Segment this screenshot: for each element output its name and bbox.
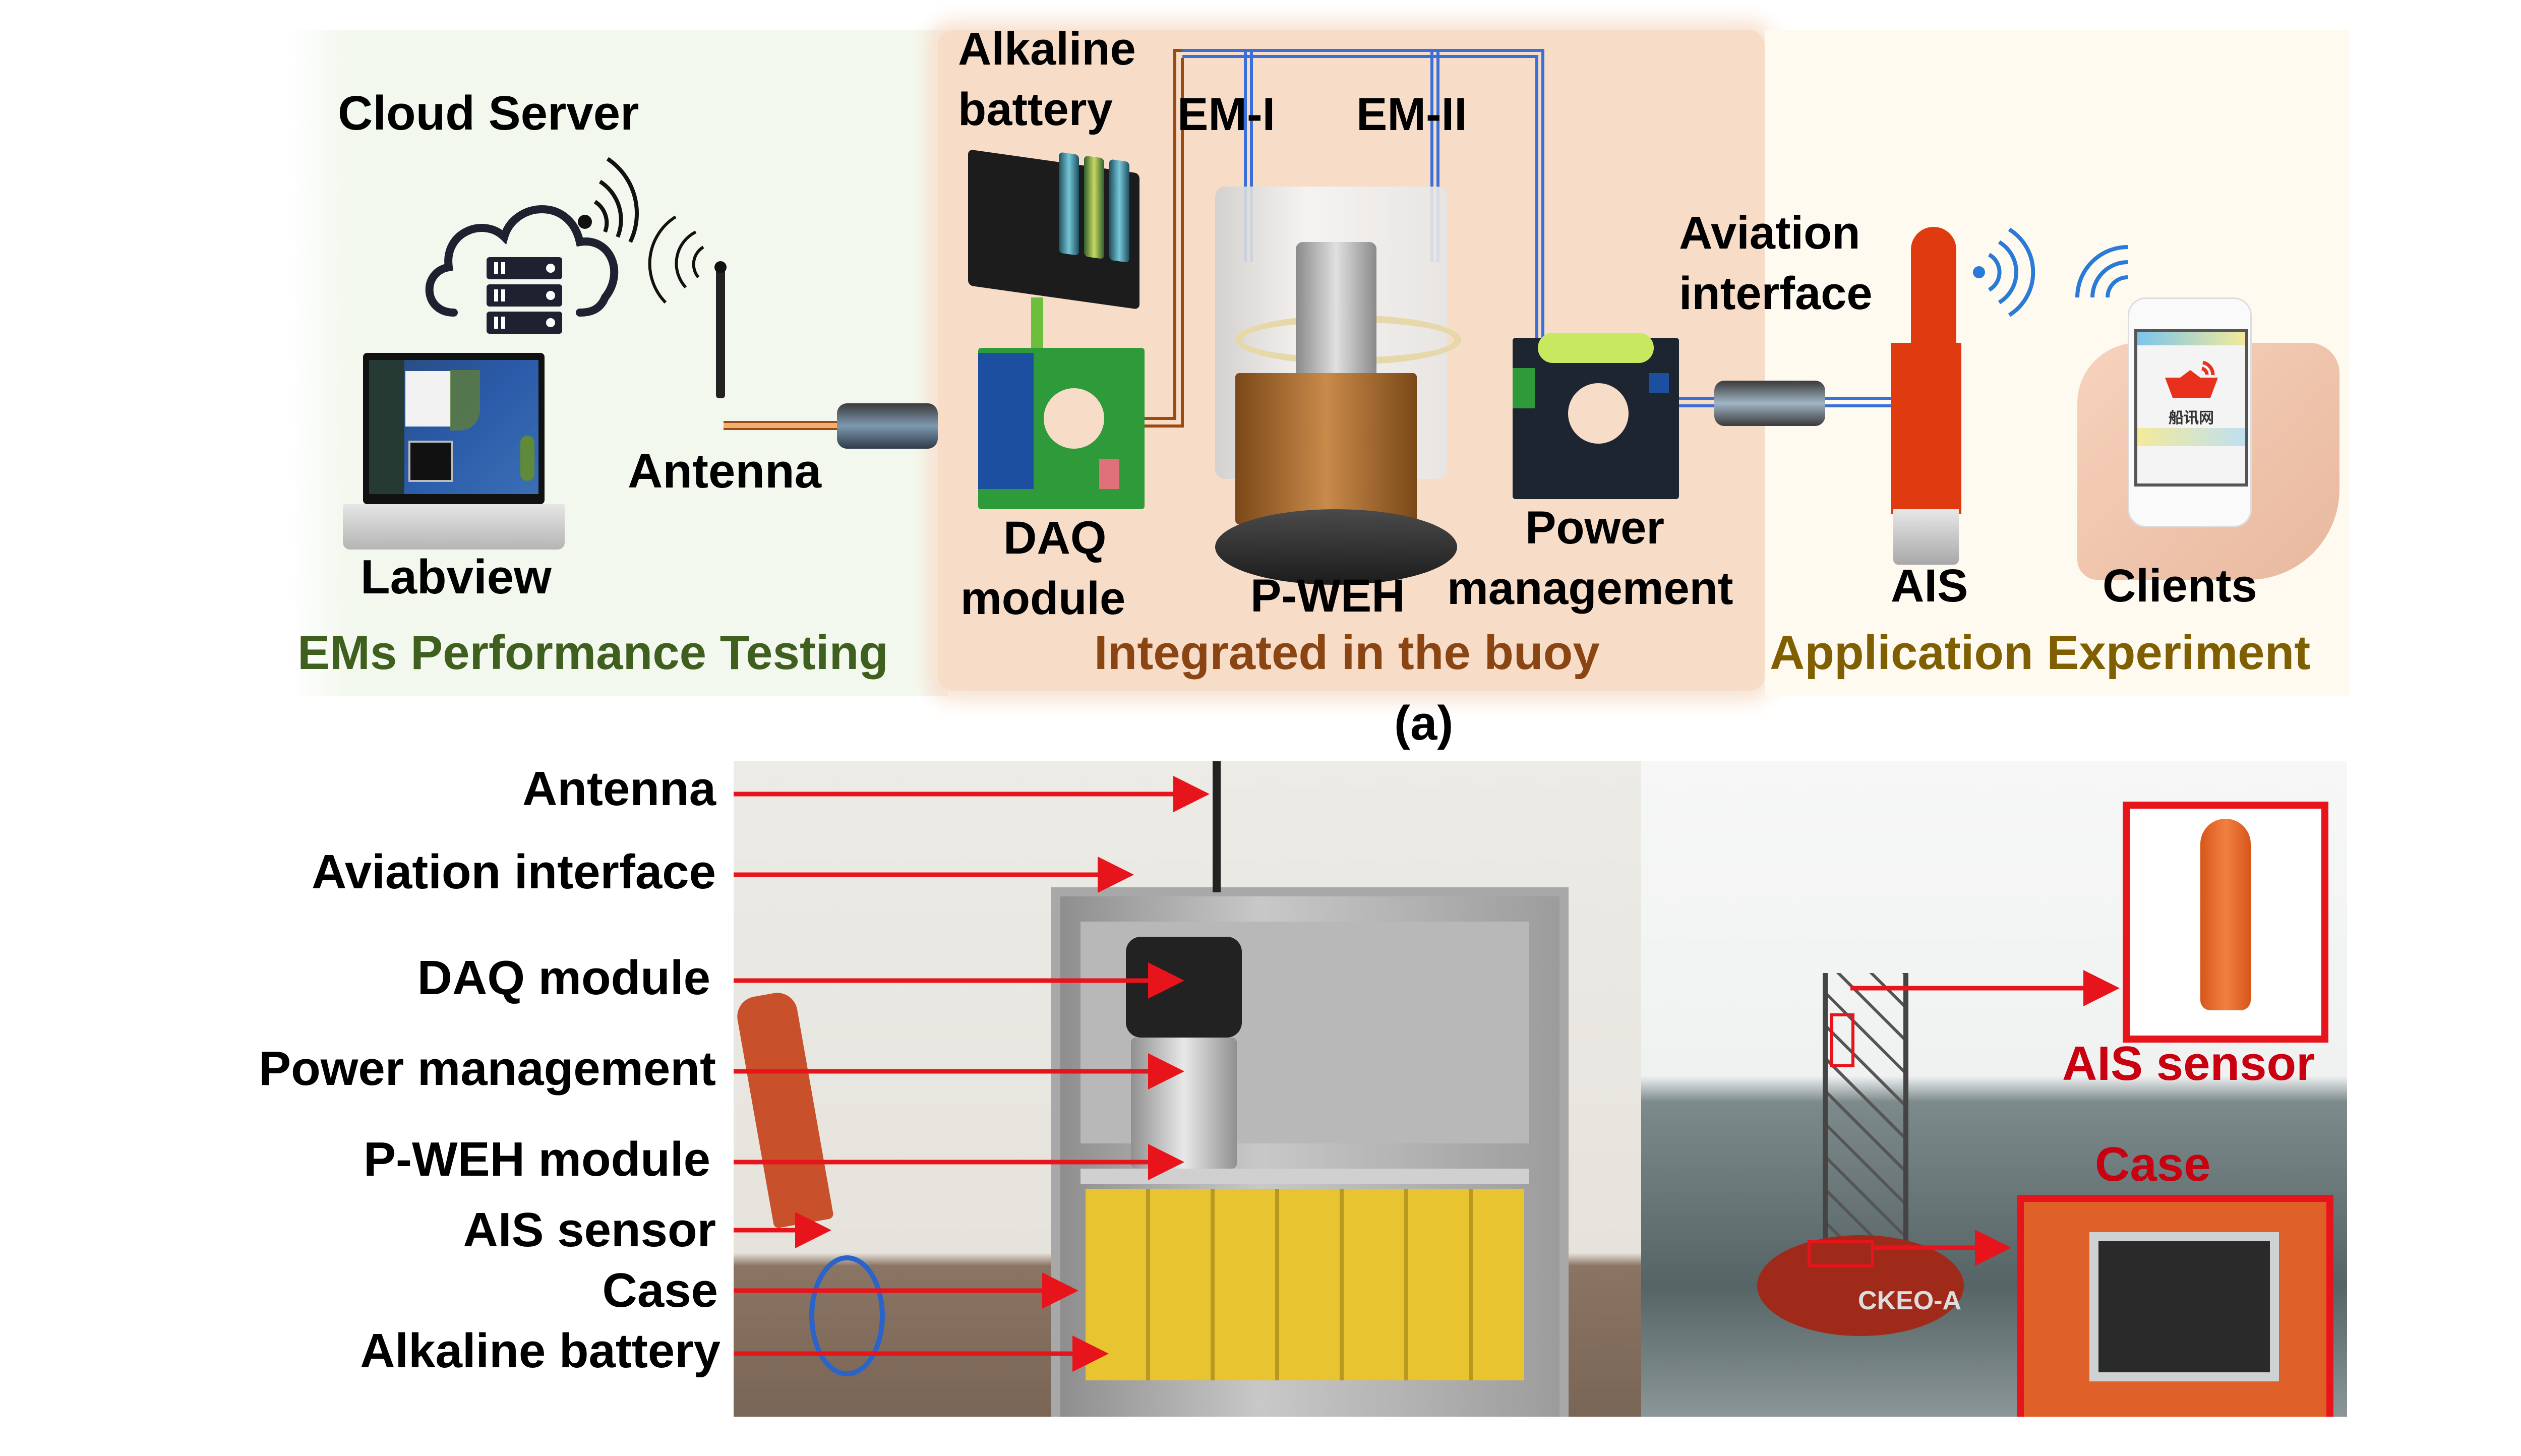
callout-battery-label: Alkaline battery xyxy=(360,1324,721,1378)
shipxy-logo-icon xyxy=(2165,360,2218,398)
aviation-connector-left xyxy=(837,403,938,449)
daq-module-image xyxy=(978,348,1145,509)
phone-wifi-icon xyxy=(2075,245,2128,298)
antenna-label: Antenna xyxy=(628,444,821,498)
callout-power-label: Power management xyxy=(259,1042,716,1096)
labview-control-panel xyxy=(369,360,404,494)
laptop-labview xyxy=(343,353,565,555)
daq-label-2: module xyxy=(961,573,1126,624)
ais-inset-box xyxy=(2123,802,2328,1043)
photo-antenna-whip xyxy=(1213,761,1221,892)
indoor-case-photo xyxy=(734,761,1641,1417)
battery-wire xyxy=(1031,297,1043,348)
case-inset-box xyxy=(2017,1195,2333,1417)
case-highlight-box xyxy=(1808,1240,1874,1267)
phone-image: 船讯网 xyxy=(2128,297,2252,527)
pweh-harvester-image xyxy=(1205,187,1497,590)
daq-cable-brown xyxy=(1145,49,1184,428)
power-management-image xyxy=(1513,333,1679,499)
alkaline-battery-label-1: Alkaline xyxy=(958,23,1136,75)
labview-coast xyxy=(450,370,480,431)
application-heading: Application Experiment xyxy=(1770,626,2311,680)
pweh-base xyxy=(1215,509,1457,585)
cloud-wifi-icon xyxy=(578,157,639,243)
labview-label: Labview xyxy=(361,550,552,604)
sea-buoy-photo: CKEO-A AIS sensor Case xyxy=(1641,761,2347,1417)
buoy-name: CKEO-A xyxy=(1858,1286,1962,1315)
ais-inset-image xyxy=(2200,819,2251,1010)
clients-label: Clients xyxy=(2103,560,2257,612)
labview-dialog xyxy=(405,371,451,427)
callout-pweh-label: P-WEH module xyxy=(364,1132,710,1186)
antenna-cable xyxy=(724,421,845,430)
daq-label-1: DAQ xyxy=(1003,512,1107,564)
labview-map xyxy=(369,360,538,494)
photo-steel-case xyxy=(1051,887,1569,1417)
power-label-1: Power xyxy=(1525,502,1665,554)
caption-a: (a) xyxy=(1394,696,1454,750)
callout-ais-label: AIS sensor xyxy=(463,1203,716,1257)
em2-label: EM-II xyxy=(1356,89,1467,140)
alkaline-battery-label-2: battery xyxy=(958,84,1113,135)
ais-wifi-icon xyxy=(1973,227,2035,317)
case-inset-image xyxy=(2089,1232,2279,1381)
pweh-copper-coils xyxy=(1235,373,1417,524)
aviation-label-2: interface xyxy=(1679,268,1873,319)
aviation-label-1: Aviation xyxy=(1679,207,1860,259)
ais-label: AIS xyxy=(1891,560,1968,612)
ais-sensor-callout: AIS sensor xyxy=(2062,1037,2315,1090)
pweh-core xyxy=(1296,242,1376,393)
callout-case-label: Case xyxy=(602,1263,718,1317)
photo-buoy-hull xyxy=(1757,1235,1964,1336)
callout-daq-label: DAQ module xyxy=(417,951,710,1005)
cloud-server-label: Cloud Server xyxy=(338,86,639,140)
phone-screen: 船讯网 xyxy=(2134,329,2248,487)
callout-aviation-label: Aviation interface xyxy=(312,845,716,899)
cloud-server-icon xyxy=(425,205,619,334)
aviation-connector-right xyxy=(1714,381,1825,426)
callout-antenna-label: Antenna xyxy=(522,762,716,816)
case-callout: Case xyxy=(2095,1137,2211,1191)
photo-cable-coil xyxy=(809,1255,885,1376)
testing-heading: EMs Performance Testing xyxy=(297,626,888,680)
phone-app-name: 船讯网 xyxy=(2169,409,2214,427)
labview-graph xyxy=(408,441,453,482)
antenna-icon xyxy=(648,215,727,398)
li-ion-cell xyxy=(1538,333,1654,363)
labview-island xyxy=(520,436,534,481)
laptop-base xyxy=(343,504,565,550)
pweh-label: P-WEH xyxy=(1250,570,1405,622)
buoy-heading: Integrated in the buoy xyxy=(1094,626,1600,680)
power-label-2: management xyxy=(1447,563,1733,614)
em1-label: EM-I xyxy=(1177,89,1276,140)
ais-highlight-box xyxy=(1830,1013,1854,1067)
ais-device-image xyxy=(1886,227,1976,565)
photo-buoy-tower xyxy=(1823,973,1908,1260)
laptop-screen xyxy=(363,353,545,504)
photo-battery-pack xyxy=(1086,1189,1524,1380)
